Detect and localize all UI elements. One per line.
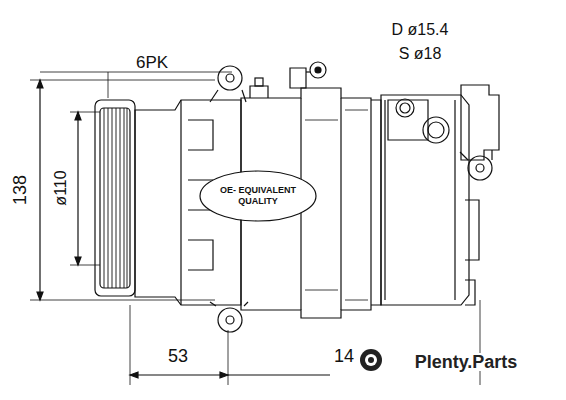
- belt-type: 6PK: [134, 54, 170, 71]
- length-dimension: 14: [332, 347, 356, 365]
- offset-dimension: 53: [166, 347, 190, 365]
- discharge-port-size: D ø15.4: [390, 22, 451, 38]
- height-dimension: 138: [11, 173, 29, 207]
- watermark: Plenty.Parts: [413, 353, 520, 371]
- suction-port-size: S ø18: [397, 46, 444, 62]
- pulley-diameter: ø110: [53, 168, 69, 207]
- quality-oval: OE- EQUIVALENT QUALITY: [199, 170, 317, 222]
- quality-text: OE- EQUIVALENT QUALITY: [218, 185, 298, 208]
